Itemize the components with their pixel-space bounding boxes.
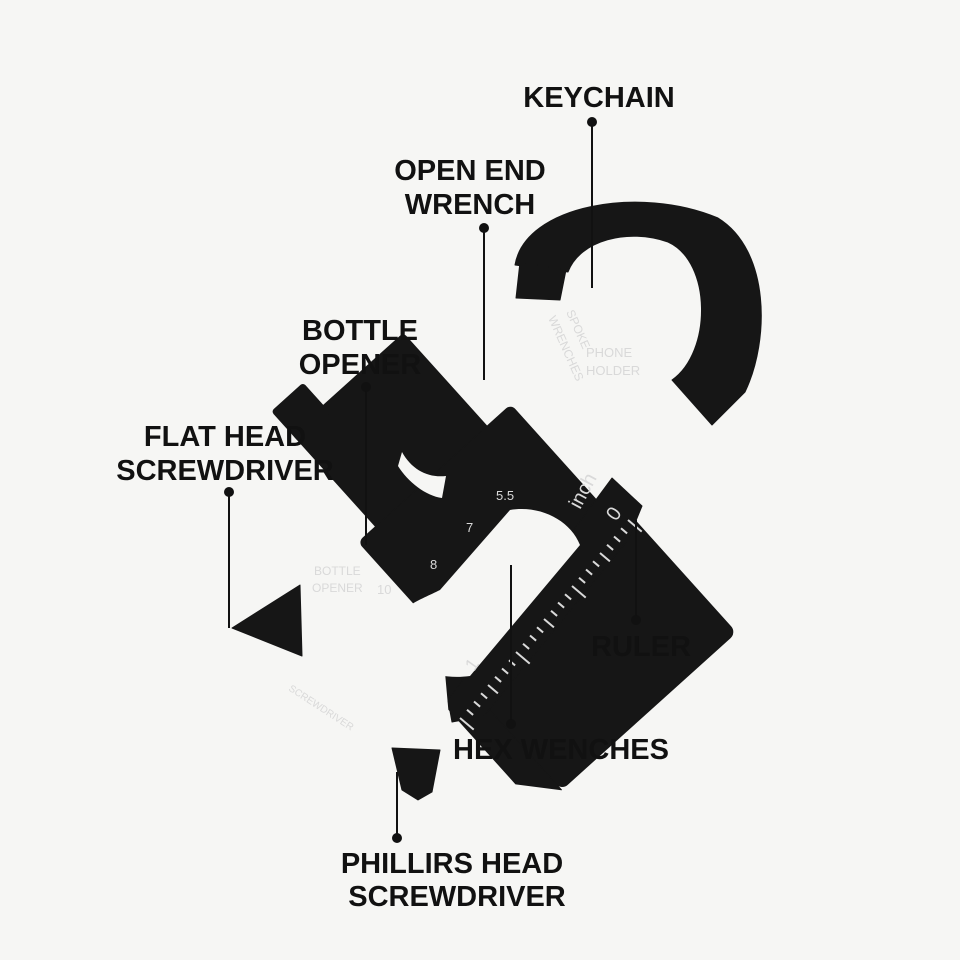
multitool-card xyxy=(231,201,762,801)
wrench-pointer xyxy=(479,223,489,233)
ruler-tick xyxy=(606,543,614,551)
callout-labels: KEYCHAIN OPEN END WRENCH BOTTLE OPENER F… xyxy=(116,82,691,913)
ruler-tick xyxy=(536,626,544,634)
ruler-tick xyxy=(543,618,555,629)
label-flat-head-1: FLAT HEAD xyxy=(144,421,306,453)
ruler-tick xyxy=(480,692,488,700)
ruler-tick xyxy=(487,684,499,695)
leaders xyxy=(224,117,641,843)
ruler-tick xyxy=(613,535,621,543)
label-open-end-wrench-1: OPEN END xyxy=(394,155,545,187)
keychain-ring xyxy=(514,201,762,426)
ruler-tick xyxy=(627,519,643,533)
ruler-tick xyxy=(592,560,600,568)
label-phillirs-head-1: PHILLIRS HEAD xyxy=(341,848,563,880)
cutouts xyxy=(301,365,580,731)
ruler-tick xyxy=(459,717,475,731)
flat-head-point xyxy=(231,584,303,657)
engraving-bottle-opener-2: OPENER xyxy=(312,581,363,595)
keychain-pointer xyxy=(587,117,597,127)
ruler-tick xyxy=(557,601,565,609)
label-bottle-opener-1: BOTTLE xyxy=(302,315,418,347)
hex-pointer xyxy=(506,719,516,729)
ruler-tick xyxy=(501,667,509,675)
ruler-tick xyxy=(564,593,572,601)
label-keychain: KEYCHAIN xyxy=(523,82,674,114)
label-ruler: RULER xyxy=(591,631,691,663)
engraving-bottle-opener-1: BOTTLE xyxy=(314,564,361,578)
ruler-tick xyxy=(585,568,593,576)
ruler-tick xyxy=(466,708,474,716)
engraving-hex-size-3: 8 xyxy=(430,557,437,572)
hex-window xyxy=(392,509,580,677)
bottle-opener-notch xyxy=(398,452,446,498)
ruler-tick xyxy=(599,552,611,563)
label-bottle-opener-2: OPENER xyxy=(299,349,422,381)
ruler-tick xyxy=(620,527,628,535)
screwdriver-slot xyxy=(301,657,391,731)
phillips-pointer xyxy=(392,833,402,843)
wrench-gap xyxy=(482,365,516,399)
ruler-tick xyxy=(571,585,587,599)
ruler-tick xyxy=(550,609,558,617)
engraving-hex-size-4: 10 xyxy=(377,582,391,597)
ruler-tick xyxy=(515,651,531,665)
main-plate xyxy=(272,334,734,791)
ruler-tick xyxy=(473,700,481,708)
engraving-phone-holder-1: PHONE xyxy=(586,345,633,360)
engraving-phone-holder-2: HOLDER xyxy=(586,363,640,378)
ring-notch xyxy=(515,261,567,301)
label-phillirs-head-2: SCREWDRIVER xyxy=(348,881,566,913)
engraving-hex-size-2: 7 xyxy=(466,520,473,535)
ruler-tick xyxy=(578,576,586,584)
ruler-tick xyxy=(522,642,530,650)
phillips-tip xyxy=(391,747,441,801)
ruler-pointer xyxy=(631,615,641,625)
ruler-tick xyxy=(529,634,537,642)
bottle-opener-pointer xyxy=(361,382,371,392)
ruler-tick xyxy=(494,675,502,683)
ruler-strip xyxy=(447,477,643,723)
flat-head-pointer xyxy=(224,487,234,497)
label-open-end-wrench-2: WRENCH xyxy=(405,189,536,221)
label-flat-head-2: SCREWDRIVER xyxy=(116,455,334,487)
label-hex-wenches: HEX WENCHES xyxy=(453,734,669,766)
engraving-hex-size-1: 5.5 xyxy=(496,488,514,503)
